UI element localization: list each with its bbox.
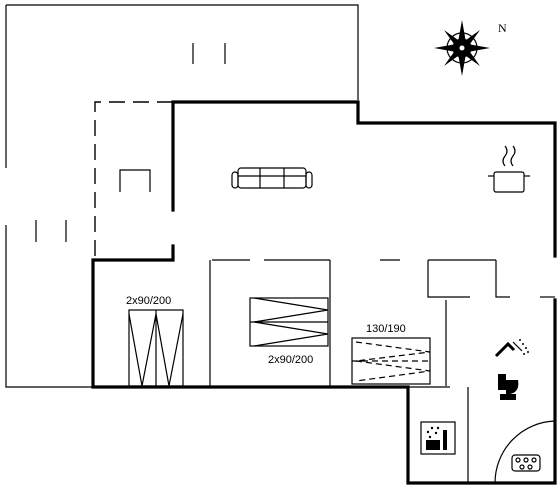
bed-small [351, 337, 431, 385]
bed-label-middle: 2x90/200 [268, 354, 313, 366]
toilet-icon [498, 374, 519, 400]
exterior-walls [91, 100, 557, 485]
shower-icon [494, 339, 529, 358]
covered-terrace [94, 101, 173, 258]
cooking-pot-icon [488, 145, 530, 193]
sauna-icon [420, 421, 456, 455]
terrace-outline [5, 4, 359, 388]
bed-label-small: 130/190 [366, 323, 406, 335]
sofa-icon [231, 167, 313, 189]
compass-rose-icon [434, 20, 490, 76]
north-label: N [498, 21, 507, 35]
bed-middle [249, 297, 329, 347]
interior-walls [209, 259, 555, 483]
hot-tub-icon [494, 420, 556, 484]
bed-left [128, 309, 184, 387]
bed-label-left: 2x90/200 [126, 295, 171, 307]
